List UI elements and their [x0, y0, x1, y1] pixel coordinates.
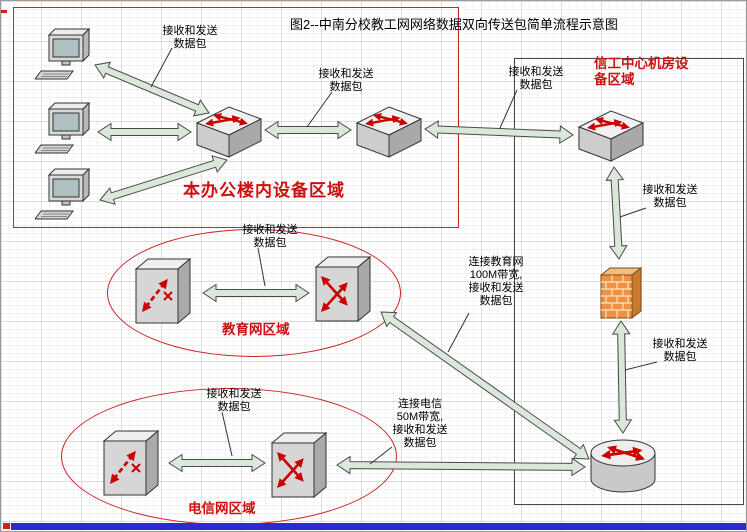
flow-label-line: 连接教育网 — [468, 256, 524, 268]
flow-label-line: 接收和发送 — [392, 424, 448, 436]
flow-label-line: 接收和发送 — [318, 68, 374, 80]
flow-label-line: 数据包 — [653, 197, 687, 209]
diagram-title: 图2--中南分校教工网网络数据双向传送包简单流程示意图 — [290, 17, 618, 32]
flow-label-line: 接收和发送 — [242, 224, 298, 236]
flow-label-line: 接收和发送 — [508, 66, 564, 78]
flow-label-line: 数据包 — [519, 79, 553, 91]
flow-label-recv-send: 接收和发送 数据包 — [239, 224, 301, 250]
education-area-ellipse — [107, 229, 401, 357]
flow-label-tel-link: 连接电信 50M带宽, 接收和发送 数据包 — [389, 398, 451, 450]
flow-label-edu-link: 连接教育网 100M带宽, 接收和发送 数据包 — [463, 256, 529, 308]
canvas-marker — [3, 523, 10, 529]
flow-label-line: 接收和发送 — [206, 388, 262, 400]
flow-label-line: 数据包 — [663, 351, 697, 363]
router-icon — [590, 439, 656, 493]
flow-label-recv-send: 接收和发送 数据包 — [505, 66, 567, 92]
lan-switch-icon — [577, 110, 645, 162]
bottom-edge-bar — [11, 523, 746, 530]
canvas-marker — [1, 10, 7, 13]
office-area-label: 本办公楼内设备区域 — [183, 181, 345, 200]
flow-label-line: 接收和发送 — [162, 25, 218, 37]
flow-label-line: 数据包 — [479, 295, 513, 307]
flow-label-line: 数据包 — [253, 237, 287, 249]
flow-label-line: 数据包 — [329, 81, 363, 93]
atm-switch-dashed-icon — [134, 257, 192, 325]
flow-label-line: 接收和发送 — [652, 338, 708, 350]
flow-label-line: 数据包 — [173, 38, 207, 50]
pc-workstation-icon — [35, 101, 91, 154]
flow-label-recv-send: 接收和发送 数据包 — [649, 338, 711, 364]
pc-workstation-icon — [35, 27, 91, 80]
lan-switch-icon — [355, 106, 423, 158]
office-area-boundary — [13, 7, 459, 228]
telecom-area-label: 电信网区域 — [188, 501, 256, 516]
flow-label-recv-send: 接收和发送 数据包 — [203, 388, 265, 414]
flow-label-line: 接收和发送 — [642, 184, 698, 196]
atm-switch-cross-icon — [314, 255, 372, 323]
flow-label-recv-send: 接收和发送 数据包 — [315, 68, 377, 94]
flow-label-recv-send: 接收和发送 数据包 — [639, 184, 701, 210]
flow-label-line: 50M带宽, — [396, 411, 444, 423]
flow-label-line: 100M带宽, — [469, 269, 523, 281]
pc-workstation-icon — [35, 167, 91, 220]
lan-switch-icon — [195, 106, 263, 158]
flow-label-line: 数据包 — [403, 437, 437, 449]
atm-switch-cross-icon — [270, 431, 328, 499]
info-center-area-boundary — [514, 58, 744, 505]
flow-label-line: 接收和发送 — [468, 282, 524, 294]
flow-label-line: 连接电信 — [398, 398, 442, 410]
atm-switch-dashed-icon — [102, 429, 160, 497]
education-area-label: 教育网区域 — [222, 322, 290, 337]
flow-label-recv-send: 接收和发送 数据包 — [159, 25, 221, 51]
label-leader-line — [447, 312, 470, 353]
firewall-icon — [599, 266, 643, 320]
flow-label-line: 数据包 — [217, 401, 251, 413]
info-center-area-label: 信工中心机房设备区域 — [594, 56, 689, 87]
